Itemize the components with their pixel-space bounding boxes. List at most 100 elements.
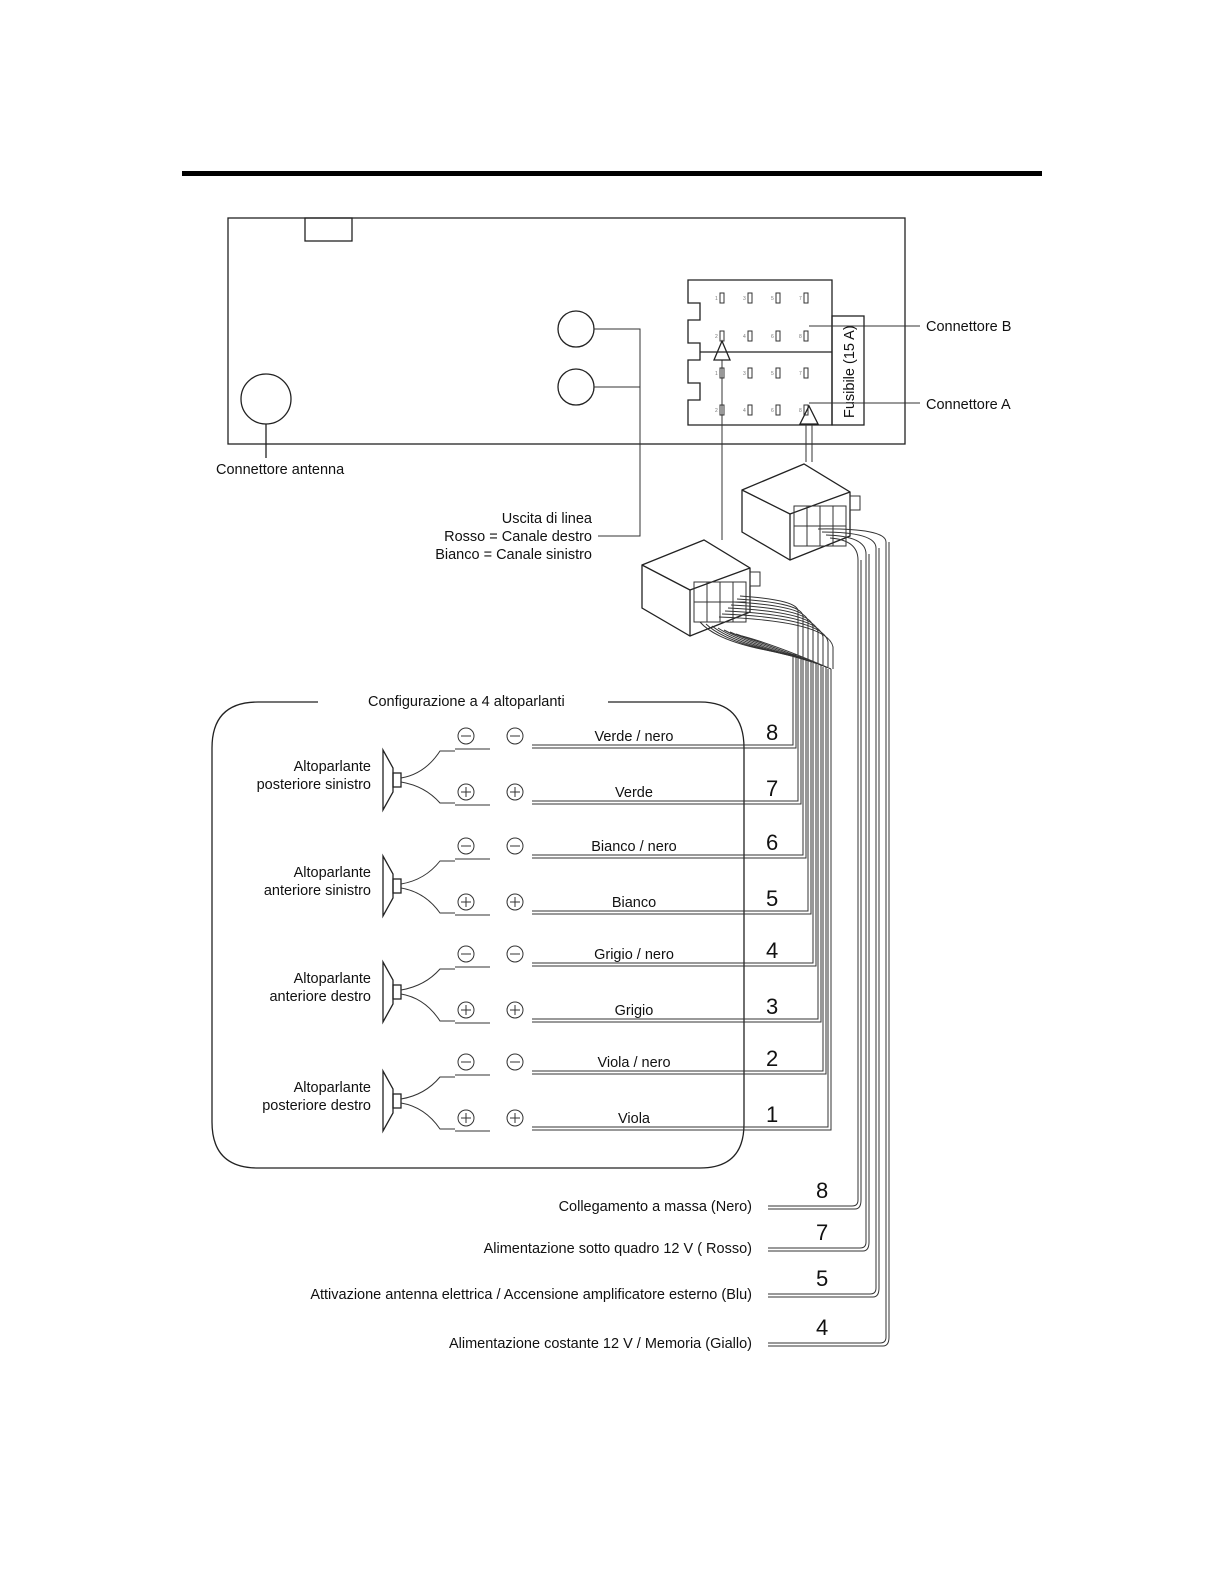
power-wire: Alimentazione sotto quadro 12 V ( Rosso)… <box>484 534 870 1257</box>
speaker-group: Altoparlante anteriore destro <box>269 959 455 1025</box>
minus-terminal-icon <box>506 727 524 745</box>
speaker-wire: Verde / nero 8 <box>455 655 797 750</box>
head-unit-panel <box>227 217 906 445</box>
pin-number: 7 <box>799 296 802 302</box>
pin-slot <box>775 292 781 304</box>
minus-terminal-icon <box>457 727 475 745</box>
speaker-group: Altoparlante posteriore sinistro <box>257 747 455 813</box>
speaker-name-line: Altoparlante <box>294 1080 371 1096</box>
plus-terminal-icon <box>506 1001 524 1019</box>
rca-red-socket-icon <box>557 310 595 348</box>
antenna-label: Connettore antenna <box>216 462 345 478</box>
svg-text:Rosso = Canale destro: Rosso = Canale destro <box>444 529 592 545</box>
speaker-icon <box>382 853 394 919</box>
power-wire: Attivazione antenna elettrica / Accensio… <box>310 531 880 1303</box>
pin-slot <box>747 367 753 379</box>
speaker-name-line: posteriore sinistro <box>257 777 371 793</box>
plus-terminal-icon <box>457 783 475 801</box>
pin-number: 8 <box>799 334 802 340</box>
wire-pin-number: 5 <box>766 886 778 911</box>
speaker-name-line: anteriore destro <box>269 989 371 1005</box>
pin-slot <box>747 404 753 416</box>
wire-pin-number: 6 <box>766 830 778 855</box>
wire-color-label: Viola <box>618 1111 651 1127</box>
plug-b <box>641 539 761 637</box>
minus-terminal-icon <box>457 1053 475 1071</box>
pin-number: 4 <box>743 408 746 414</box>
power-pin-number: 7 <box>816 1220 828 1245</box>
fuse-slot <box>831 315 865 426</box>
speaker-name-line: posteriore destro <box>262 1098 371 1114</box>
pin-slot <box>803 404 809 416</box>
speaker-name-line: Altoparlante <box>294 971 371 987</box>
pin-slot <box>775 330 781 342</box>
wire-pin-number: 8 <box>766 720 778 745</box>
speaker-config-title: Configurazione a 4 altoparlanti <box>368 694 565 710</box>
line-out-label: Uscita di linea Rosso = Canale destro Bi… <box>435 511 593 563</box>
power-pin-number: 5 <box>816 1266 828 1291</box>
pin-number: 7 <box>799 371 802 377</box>
minus-terminal-icon <box>457 945 475 963</box>
unit-tab <box>304 217 353 242</box>
pin-number: 3 <box>743 296 746 302</box>
power-wire: Alimentazione costante 12 V / Memoria (G… <box>449 528 890 1352</box>
pin-slot <box>775 367 781 379</box>
rca-white-socket-icon <box>557 368 595 406</box>
speaker-icon <box>382 747 394 813</box>
svg-text:Uscita di linea: Uscita di linea <box>502 511 593 527</box>
pin-number: 5 <box>771 371 774 377</box>
minus-terminal-icon <box>457 837 475 855</box>
power-wire-label: Alimentazione sotto quadro 12 V ( Rosso) <box>484 1241 752 1257</box>
plus-terminal-icon <box>506 1109 524 1127</box>
speaker-group: Altoparlante posteriore destro <box>262 1068 455 1134</box>
connector-a-arrow-icon <box>798 404 820 425</box>
pin-slot <box>803 292 809 304</box>
power-wire-label: Attivazione antenna elettrica / Accensio… <box>310 1287 752 1303</box>
power-wire-label: Collegamento a massa (Nero) <box>559 1199 752 1215</box>
pin-number: 3 <box>743 371 746 377</box>
plus-terminal-icon <box>506 783 524 801</box>
speaker-config-frame <box>211 701 745 1169</box>
power-pin-number: 4 <box>816 1315 828 1340</box>
plus-terminal-icon <box>457 1109 475 1127</box>
pin-slot <box>775 404 781 416</box>
speaker-group: Altoparlante anteriore sinistro <box>264 853 455 919</box>
pin-number: 8 <box>799 408 802 414</box>
fuse-label: Fusibile (15 A) <box>842 325 858 418</box>
pin-number: 1 <box>715 296 718 302</box>
connector-b-arrow-icon <box>713 339 731 361</box>
speaker-harness <box>699 595 834 670</box>
pin-number: 6 <box>771 334 774 340</box>
speaker-icon <box>382 959 394 1025</box>
antenna-socket-icon <box>240 373 292 425</box>
plus-terminal-icon <box>457 893 475 911</box>
speaker-name-line: Altoparlante <box>294 759 371 775</box>
plug-a <box>741 463 861 561</box>
pin-number: 5 <box>771 296 774 302</box>
pin-slot <box>803 330 809 342</box>
pin-number: 2 <box>715 334 718 340</box>
wire-color-label: Bianco <box>612 895 656 911</box>
minus-terminal-icon <box>506 1053 524 1071</box>
wire-color-label: Grigio / nero <box>594 947 674 963</box>
speaker-wire: Bianco 5 <box>455 661 812 916</box>
plus-terminal-icon <box>457 1001 475 1019</box>
svg-text:Bianco = Canale sinistro: Bianco = Canale sinistro <box>435 547 592 563</box>
speaker-name-line: Altoparlante <box>294 865 371 881</box>
wire-pin-number: 1 <box>766 1102 778 1127</box>
power-wire: Collegamento a massa (Nero) 8 <box>559 537 862 1215</box>
pin-number: 2 <box>715 408 718 414</box>
pin-number: 6 <box>771 408 774 414</box>
wire-color-label: Verde / nero <box>595 729 674 745</box>
speaker-name-line: anteriore sinistro <box>264 883 371 899</box>
connector-b-label: Connettore B <box>926 319 1011 335</box>
speaker-icon <box>382 1068 394 1134</box>
wire-pin-number: 7 <box>766 776 778 801</box>
wire-pin-number: 3 <box>766 994 778 1019</box>
pin-number: 1 <box>715 371 718 377</box>
